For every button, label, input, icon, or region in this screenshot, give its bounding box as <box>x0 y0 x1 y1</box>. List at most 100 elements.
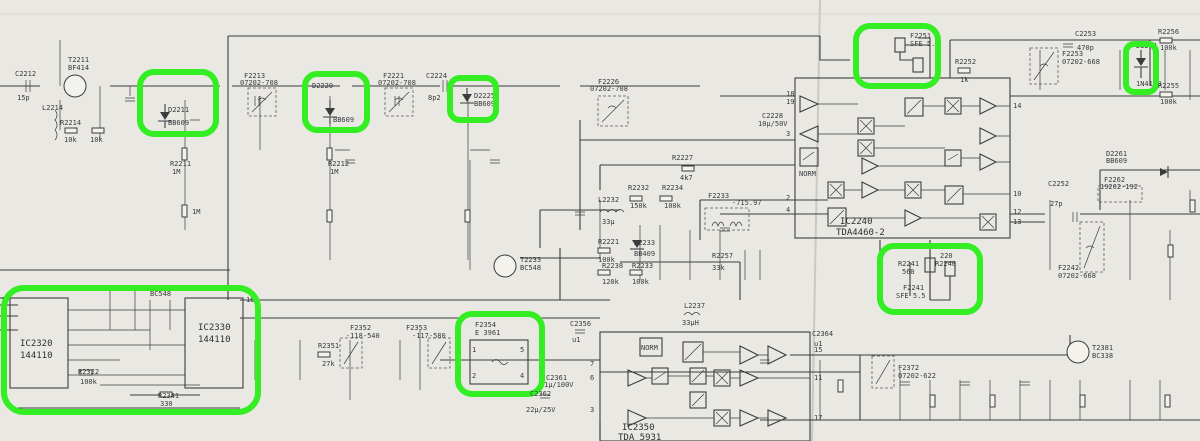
t2211-ref: T2211 <box>68 56 89 64</box>
f2354-part: E 3961 <box>475 329 500 337</box>
t2381-ref: T2381 <box>1092 344 1113 352</box>
r2255-ref: R2255 <box>1158 82 1179 90</box>
r2351-ref: R2351 <box>318 342 339 350</box>
r2322-ref: R2322 <box>78 368 99 376</box>
highlight-d2211 <box>137 69 219 137</box>
f2241-ref: F2241 <box>903 284 924 292</box>
l2232-ref: L2232 <box>598 196 619 204</box>
r2257-val: 33k <box>712 264 725 272</box>
l2232-val: 33µ <box>602 218 615 226</box>
d2261-part: BB609 <box>1106 157 1127 165</box>
right-mid-section: D2261 BB609 F2262 19202-192 C2252 27p F2… <box>1048 150 1169 280</box>
filter-f2251: F2251 SFE 5.5 <box>894 32 940 78</box>
r2252-ref: R2252 <box>955 58 976 66</box>
transistor-t2211 <box>63 74 87 98</box>
pin-4: 4 <box>786 206 790 214</box>
c2362-ref: C2362 <box>530 390 551 398</box>
ic2240-ref: IC2240 <box>840 217 873 227</box>
pin-2: 2 <box>786 194 790 202</box>
filter-f2221: F2221 07202-708 <box>378 72 416 117</box>
left-input-stage: T2211 BF414 C2212 15p L2214 R2214 10k 10… <box>15 56 200 216</box>
r2227-ref: R2227 <box>672 154 693 162</box>
c2362-val: 22µ/25V <box>526 406 556 414</box>
varicap-d2211: D2211 BB609 <box>158 104 189 128</box>
ic2330-ref: IC2330 <box>198 323 231 333</box>
r2241-ref: R2241 <box>898 260 919 268</box>
f2352-part: -118-540 <box>346 332 380 340</box>
l2237-ref: L2237 <box>684 302 705 310</box>
pin-18: 18 <box>786 90 794 98</box>
d2233-ref: D2233 <box>634 239 655 247</box>
d2220-ref: D2220 <box>312 82 333 90</box>
d2225-ref: D2225 <box>474 92 495 100</box>
r2211-val: 1M <box>172 168 180 176</box>
f2372-part: 07202-622 <box>898 372 936 380</box>
r2322-val: 100k <box>80 378 98 386</box>
highlight-f2251 <box>853 23 941 89</box>
t2381-part: BC338 <box>1092 352 1113 360</box>
r2240-val: 220 <box>940 252 953 260</box>
highlight-f2354 <box>455 311 545 397</box>
filters-f2352-f2353: F2352 -118-540 F2353 -117-580 R2351 27k <box>318 324 451 369</box>
d2211-part: BB609 <box>168 119 189 127</box>
f2242-ref: F2242 <box>1058 264 1079 272</box>
f2213-ref: F2213 <box>244 72 265 80</box>
pin-14: 14 <box>1013 102 1021 110</box>
r2221-val: 100k <box>598 256 616 264</box>
c2253-val: 470p <box>1077 44 1094 52</box>
f2213-part: 07202-708 <box>240 79 278 87</box>
d2264-part: 1N4148 <box>1136 80 1161 88</box>
c2364-val: u1 <box>814 340 822 348</box>
r2234-ref: R2234 <box>662 184 683 192</box>
r2238-ref: R2238 <box>602 262 623 270</box>
d2233-part: BB409 <box>634 250 655 258</box>
norm-label-2: NORM <box>641 344 658 352</box>
f2354-pin-5: 5 <box>520 346 524 354</box>
highlight-ic2320-ic2330 <box>1 285 261 415</box>
transistor-t2381 <box>1066 340 1090 364</box>
ic2240-part: TDA4460-2 <box>836 228 885 238</box>
f2353-part: -117-580 <box>412 332 446 340</box>
filter-f2213: F2213 07202-708 <box>240 72 278 117</box>
f2226-part: 07202-708 <box>590 85 628 93</box>
pin-10: 10 <box>1013 190 1021 198</box>
r2212-val: 1M <box>330 168 338 176</box>
pin-15: 15 <box>814 346 822 354</box>
pin-16: 16 <box>246 296 254 304</box>
c2224-ref: C2224 <box>426 72 447 80</box>
r2211-ref: R2211 <box>170 160 191 168</box>
t2211-part: BF414 <box>68 64 89 72</box>
highlight-d2264 <box>1123 41 1159 95</box>
r2221-ref: R2221 <box>598 238 619 246</box>
r2240-ref: R2240 <box>935 260 956 268</box>
highlight-f2241 <box>877 243 983 315</box>
r2212-ref: R2212 <box>328 160 349 168</box>
f2241-part: SFE 5.5 <box>896 292 926 300</box>
f2262-part: 19202-192 <box>1100 183 1138 191</box>
ic2330-block: IC2330 144110 <box>184 297 244 389</box>
r2232-ref: R2232 <box>628 184 649 192</box>
r2227-val: 4k7 <box>680 174 693 182</box>
pin-17: 17 <box>814 414 822 422</box>
ic2330-part: 144110 <box>198 335 231 345</box>
pin-3b: 3 <box>590 406 594 414</box>
f2352-ref: F2352 <box>350 324 371 332</box>
ic2350-ref: IC2350 <box>622 423 655 433</box>
resistors <box>64 37 1196 408</box>
c2212-ref: C2212 <box>15 70 36 78</box>
c2224-val: 8p2 <box>428 94 441 102</box>
r2234-val: 100k <box>664 202 682 210</box>
c2364-ref: C2364 <box>812 330 833 338</box>
r2214-ref: R2214 <box>60 119 81 127</box>
f2372-ref: F2372 <box>898 364 919 372</box>
filter-f2253: F2253 07202-668 <box>1029 47 1100 85</box>
varicap-d2225: D2225 BB609 <box>460 88 495 108</box>
filter-f2226: F2226 07202-708 <box>590 78 629 127</box>
c2356-val: u1 <box>572 336 580 344</box>
c2252-ref: C2252 <box>1048 180 1069 188</box>
ic2320-block: IC2320 144110 <box>9 297 69 389</box>
ic2320-2330-connections: BC548 R2322 100k R2341 330 5 16 8 <box>2 290 254 408</box>
f2226-ref: F2226 <box>598 78 619 86</box>
